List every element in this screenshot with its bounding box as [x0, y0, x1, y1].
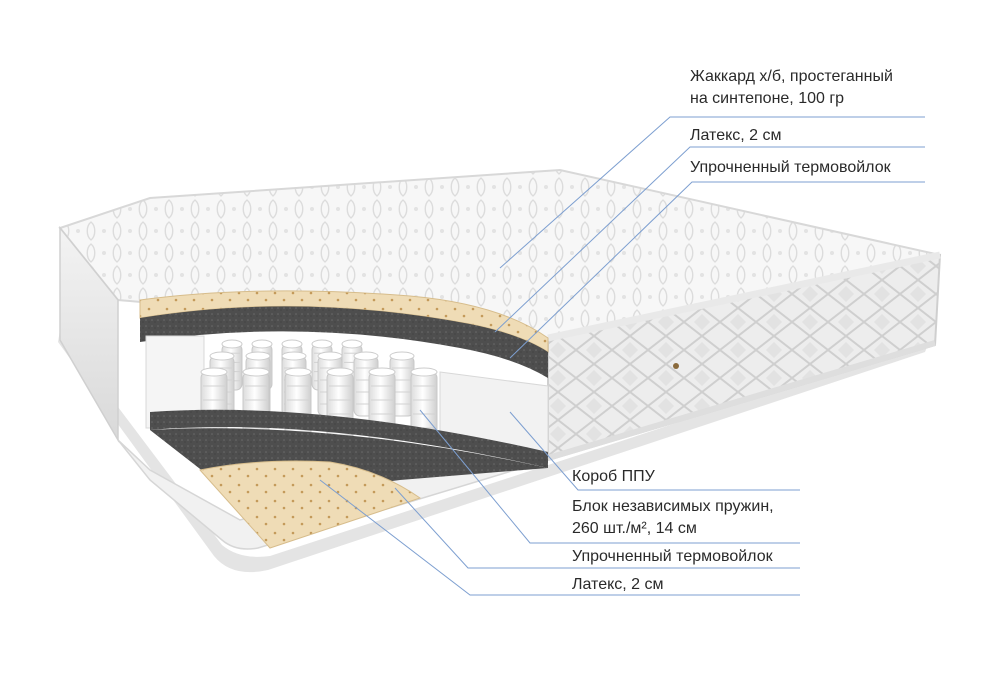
spring-top: [284, 367, 312, 377]
label-foam-box-text: Короб ППУ: [572, 468, 655, 485]
mattress-front-piping: [547, 251, 941, 342]
spring-top: [326, 367, 354, 377]
spring-top: [221, 339, 243, 349]
spring-top: [410, 367, 438, 377]
spring-top: [389, 351, 415, 361]
spring-top: [242, 367, 270, 377]
label-jacquard-line1: Жаккард х/б, простеганный: [690, 68, 893, 85]
spring-top: [311, 339, 333, 349]
spring-top: [251, 339, 273, 349]
label-jacquard: Жаккард х/б, простеганный на синтепоне, …: [690, 66, 893, 110]
mattress-front-piping-bottom: [547, 340, 936, 461]
label-springs-line1: Блок независимых пружин,: [572, 498, 774, 515]
label-felt-bottom-text: Упрочненный термовойлок: [572, 548, 773, 565]
label-latex-top: Латекс, 2 см: [690, 125, 782, 147]
spring-top: [281, 351, 307, 361]
label-latex-bottom: Латекс, 2 см: [572, 574, 664, 596]
label-felt-bottom: Упрочненный термовойлок: [572, 546, 773, 568]
spring-top: [245, 351, 271, 361]
felt-bottom-layer: [150, 409, 548, 468]
label-latex-bottom-text: Латекс, 2 см: [572, 576, 664, 593]
spring-top: [281, 339, 303, 349]
latex-bottom-layer: [199, 460, 422, 549]
felt-top-layer: [140, 306, 548, 378]
label-felt-top-text: Упрочненный термовойлок: [690, 159, 891, 176]
spring-top: [368, 367, 396, 377]
leader-lines-bottom: [319, 409, 800, 596]
spring-top: [209, 351, 235, 361]
leader-lines-top: [494, 116, 925, 359]
spring-top: [341, 339, 363, 349]
label-foam-box: Короб ППУ: [572, 466, 655, 488]
spring-top: [200, 367, 228, 377]
spring-top: [353, 351, 379, 361]
label-springs-line2: 260 шт./м², 14 см: [572, 520, 697, 537]
vent-icon: [673, 363, 679, 369]
label-jacquard-line2: на синтепоне, 100 гр: [690, 90, 845, 107]
spring-top: [317, 351, 343, 361]
label-latex-top-text: Латекс, 2 см: [690, 127, 782, 144]
label-felt-top: Упрочненный термовойлок: [690, 157, 891, 179]
label-springs: Блок независимых пружин, 260 шт./м², 14 …: [572, 496, 774, 540]
